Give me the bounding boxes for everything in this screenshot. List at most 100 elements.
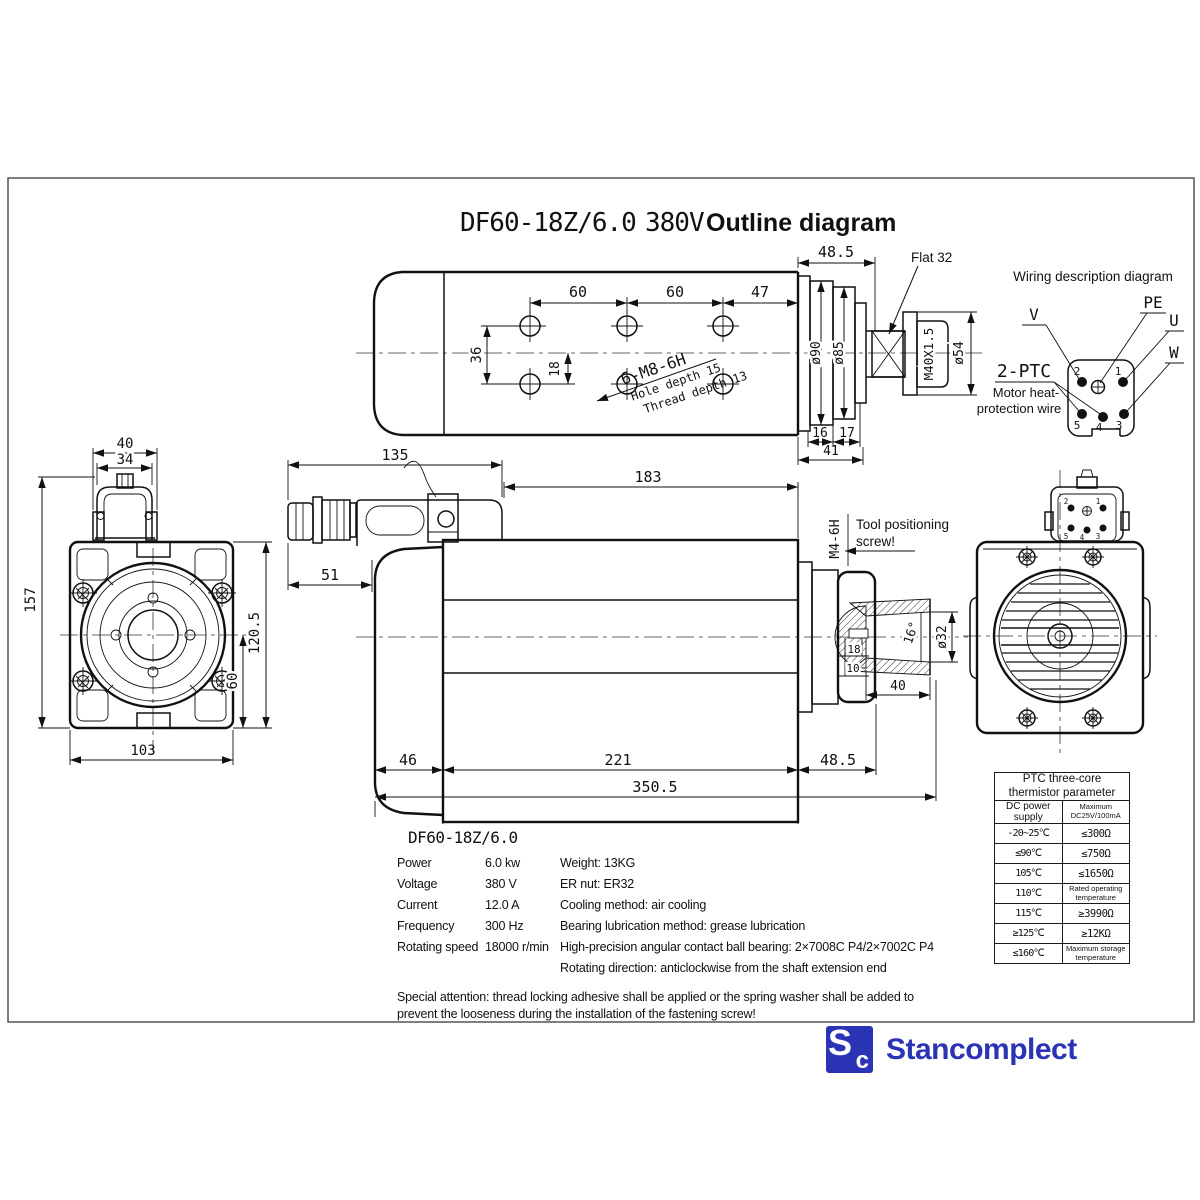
spec-value: 300 Hz [485,919,524,933]
dim-103: 103 [130,743,155,759]
ptc-row: ≥125℃≥12KΩ [994,923,1130,944]
ptc-row: 115℃≥3990Ω [994,903,1130,924]
dim-17: 17 [839,426,855,441]
ptc-label: 2-PTC [997,361,1051,382]
spec-row: Power 6.0 kw Weight: 13KG [390,856,990,877]
hole-note: 6-M8-6H Hole depth 15 Thread depth 13 [618,349,749,416]
ptc-row: 105℃≤1650Ω [994,863,1130,884]
spec-note: Rotating direction: anticlockwise from t… [560,961,887,975]
title-model: DF60-18Z/6.0 [460,208,636,238]
tool-note-1: Tool positioning [856,517,949,532]
dim-120-5: 120.5 [247,612,263,654]
spec-label: Current [397,898,438,912]
rear-pin-1-label: 1 [1096,497,1101,506]
pin-3 [1119,409,1129,419]
dim-60-front: 60 [225,673,241,690]
dim-dia85: ø85 [832,341,847,364]
rear-connector: 2 1 5 4 3 [1044,469,1130,542]
spec-note: Bearing lubrication method: grease lubri… [560,919,806,933]
spec-note: Weight: 13KG [560,856,636,870]
spec-row: Frequency 300 Hz Bearing lubrication metho… [390,919,990,940]
spec-row: Rotating direction: anticlockwise from t… [390,961,990,982]
rear-pin-5-label: 5 [1064,532,1069,541]
rear-view-drawing: 2 1 5 4 3 [963,469,1157,757]
side-view-drawing: 135 51 183 M4-6H Tool positioning screw!… [287,446,968,824]
pin-2-label: 2 [1074,365,1081,378]
ptc-col2-header: Maximum DC25V/100mA [1061,800,1130,824]
dim-dia54: ø54 [952,341,967,365]
pe-label: PE [1143,293,1162,312]
special-attention: Special attention: thread locking adhesi… [397,989,957,1023]
wiring-title: Wiring description diagram [1013,269,1173,284]
dim-60-a: 60 [569,283,587,301]
tool-note-2: screw! [856,534,895,549]
dim-221: 221 [604,751,631,769]
pin-5-label: 5 [1074,419,1081,432]
rear-screws [1016,546,1104,729]
dim-18-side: 18 [847,643,860,656]
dim-10: 10 [846,662,859,675]
ptc-row: ≤90℃≤750Ω [994,843,1130,864]
spec-value: 6.0 kw [485,856,520,870]
dim-47: 47 [751,283,769,301]
top-view-drawing: 60 60 47 36 18 6-M8-6H Hole depth 15 Thr… [356,243,985,465]
attention-line-2: prevent the looseness during the install… [397,1006,756,1021]
spec-value: 18000 r/min [485,940,549,954]
flange-screws [69,579,236,695]
phase-w-label: W [1169,343,1179,362]
dim-34: 34 [117,452,134,468]
dim-36: 36 [469,347,485,364]
ptc-note-1: Motor heat- [993,385,1059,400]
pin-4-label: 4 [1096,421,1103,434]
dim-157: 157 [23,587,39,612]
spec-row: Rotating speed 18000 r/min High-precision … [390,940,990,961]
spec-label: Rotating speed [397,940,479,954]
spec-label: Frequency [397,919,455,933]
rear-pin-4-label: 4 [1080,533,1085,542]
dim-dia32: ø32 [935,625,950,648]
ptc-note-2: protection wire [977,401,1062,416]
spec-note: Cooling method: air cooling [560,898,707,912]
title-block: DF60-18Z/6.0 380V Outline diagram [460,208,896,238]
rear-pin-2-label: 2 [1064,497,1069,506]
ptc-table: PTC three-core thermistor parameter DC p… [994,772,1130,964]
rear-pin-3-label: 3 [1096,532,1101,541]
phase-u-label: U [1169,311,1179,330]
spec-note: High-precision angular contact ball bear… [560,940,934,954]
dim-m40: M40X1.5 [921,328,936,381]
pin-1-label: 1 [1115,365,1122,378]
ptc-col1-header: DC power supply [994,800,1063,824]
spec-label: Power [397,856,432,870]
dim-51: 51 [321,566,339,584]
dim-dia90: ø90 [809,341,824,364]
dim-48-5-top: 48.5 [818,243,854,261]
dim-40-front: 40 [117,436,134,452]
dim-16: 16 [812,426,828,441]
pin-3-label: 3 [1116,419,1123,432]
spec-note: ER nut: ER32 [560,877,635,891]
dim-60-b: 60 [666,283,684,301]
brand-logo: S c Stancomplect [826,1022,1077,1074]
ground-symbol-icon [1090,379,1106,395]
dim-183: 183 [634,468,661,486]
pin-4 [1098,412,1108,422]
wiring-diagram: Wiring description diagram 2 1 5 4 3 V P… [977,269,1184,437]
dim-m4-6h: M4-6H [828,519,843,558]
dim-48-5-side: 48.5 [820,751,856,769]
dim-41: 41 [823,444,839,459]
dim-46: 46 [399,751,417,769]
title-voltage: 380V [645,208,704,238]
phase-v-label: V [1029,305,1039,324]
pin-5 [1077,409,1087,419]
attention-line-1: Special attention: thread locking adhesi… [397,990,914,1004]
dim-18-top: 18 [548,361,563,377]
dim-350-5: 350.5 [632,778,677,796]
dim-40-side: 40 [890,679,906,694]
